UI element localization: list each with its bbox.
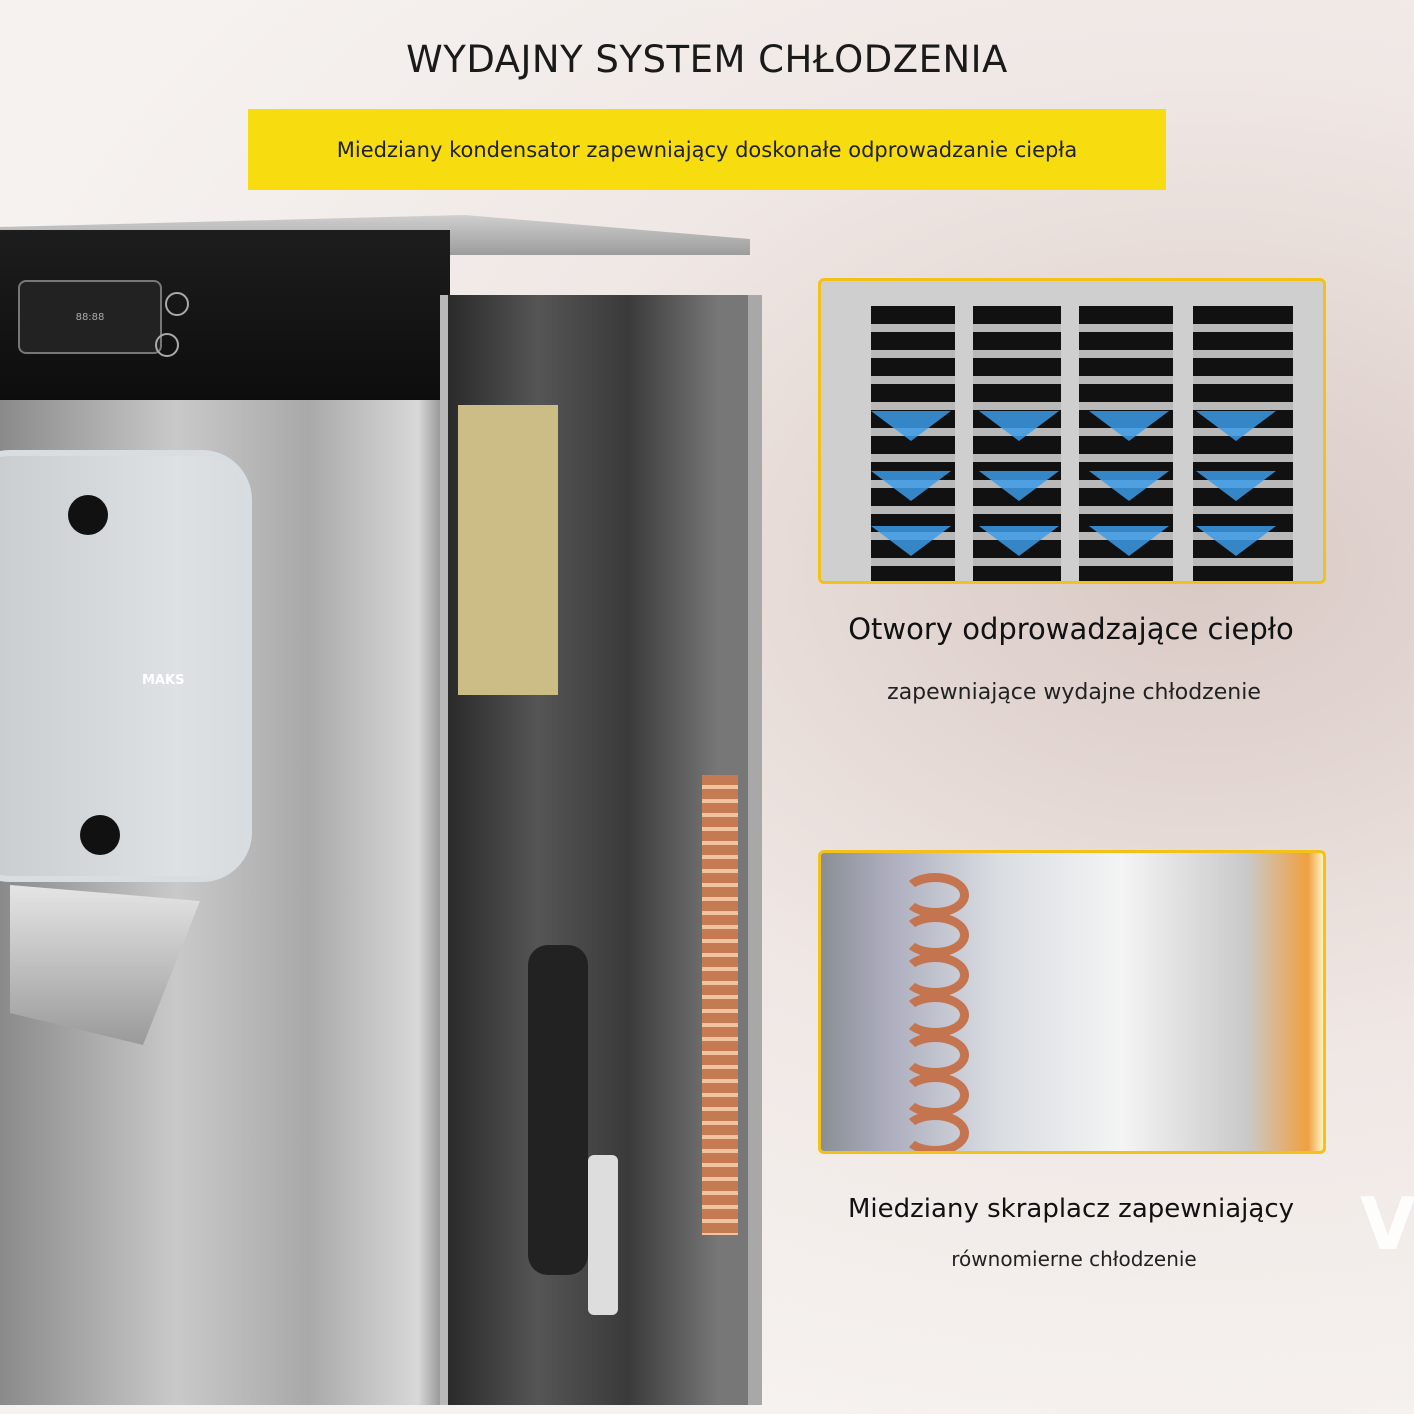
power-button-icon	[155, 333, 179, 357]
page-title: WYDAJNY SYSTEM CHŁODZENIA	[406, 38, 1008, 81]
airflow-arrow-icon	[1089, 526, 1169, 556]
airflow-arrow-icon	[1196, 471, 1276, 501]
feature2-caption: Miedziany skraplacz zapewniający	[848, 1194, 1294, 1224]
fan-unit	[458, 405, 558, 695]
freezing-drum	[0, 450, 252, 882]
airflow-arrow-icon	[871, 411, 951, 441]
brand-logo-watermark: V	[1360, 1182, 1414, 1266]
airflow-arrow-icon	[1089, 471, 1169, 501]
compressor	[528, 945, 588, 1275]
airflow-arrow-icon	[979, 471, 1059, 501]
airflow-arrow-icon	[979, 411, 1059, 441]
c-button-icon	[165, 292, 189, 316]
airflow-arrow-icon	[1196, 411, 1276, 441]
feature1-subcaption: zapewniające wydajne chłodzenie	[887, 680, 1261, 705]
airflow-arrow-icon	[979, 526, 1059, 556]
feature-banner: Miedziany kondensator zapewniający dosko…	[248, 109, 1166, 190]
vents-closeup-image	[818, 278, 1326, 584]
knob-icon	[68, 495, 108, 535]
airflow-arrow-icon	[1089, 411, 1169, 441]
feature2-subcaption: równomierne chłodzenie	[951, 1247, 1197, 1271]
drum-label: MAKS	[142, 673, 185, 688]
copper-coil	[702, 775, 738, 1235]
airflow-arrow-icon	[1196, 526, 1276, 556]
airflow-arrow-icon	[871, 471, 951, 501]
airflow-arrow-icon	[871, 526, 951, 556]
capacitor	[588, 1155, 618, 1315]
knob-icon	[80, 815, 120, 855]
condenser-closeup-image	[818, 850, 1326, 1154]
display-panel: 88:88	[18, 280, 162, 354]
control-head: 88:88	[0, 230, 450, 400]
machine-interior	[440, 295, 762, 1405]
ice-cream-machine-image: 88:88 MAKS	[0, 215, 762, 1405]
feature1-caption: Otwory odprowadzające ciepło	[848, 612, 1294, 646]
